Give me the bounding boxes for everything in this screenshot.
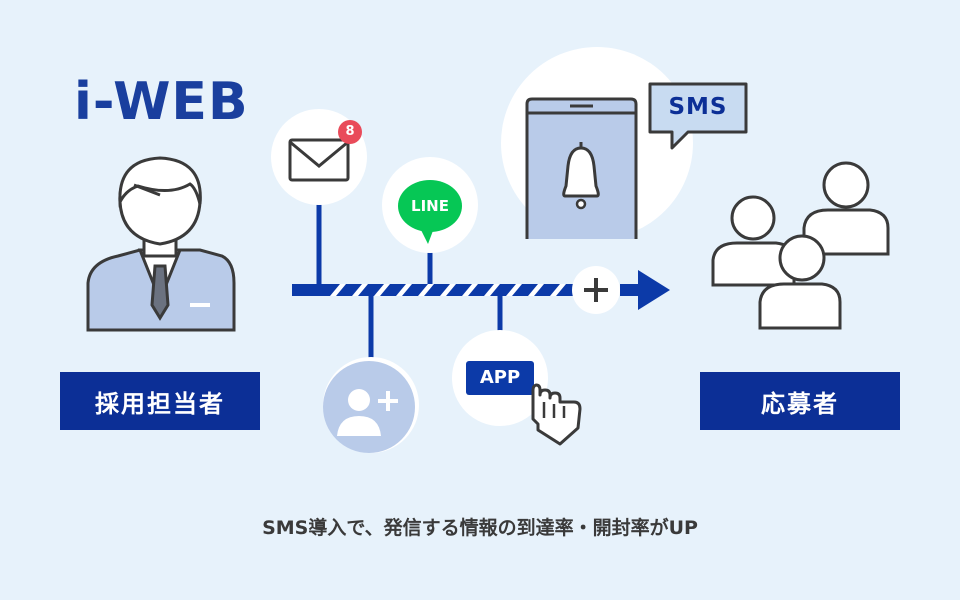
iweb-logo: i-WEB [74,72,249,132]
line-label: LINE [411,197,449,215]
phone-bell-icon [525,97,638,239]
applicants-icon [711,161,890,330]
notification-badge [338,120,362,144]
plus-icon [572,266,620,314]
app-channel [452,330,582,446]
sms-label: SMS [668,94,728,120]
recruiter-label: 採用担当者 [60,372,260,430]
arrow-icon [638,270,670,310]
line-icon [398,180,462,244]
line-channel [382,157,478,253]
add-user-icon [323,361,415,453]
sms-bubble-icon [648,82,748,150]
flow-line [292,200,670,365]
applicant-label: 応募者 [700,372,900,430]
mail-badge-count: 8 [345,124,355,139]
sms-channel [501,47,748,239]
app-tap-icon [531,383,582,446]
add-user-channel [323,357,419,453]
recruiter-icon [86,156,236,332]
caption: SMS導入で、発信する情報の到達率・開封率がUP [262,517,698,539]
app-label: APP [479,367,521,388]
app-button [466,361,534,395]
mail-channel [271,109,367,205]
mail-icon [288,138,350,182]
